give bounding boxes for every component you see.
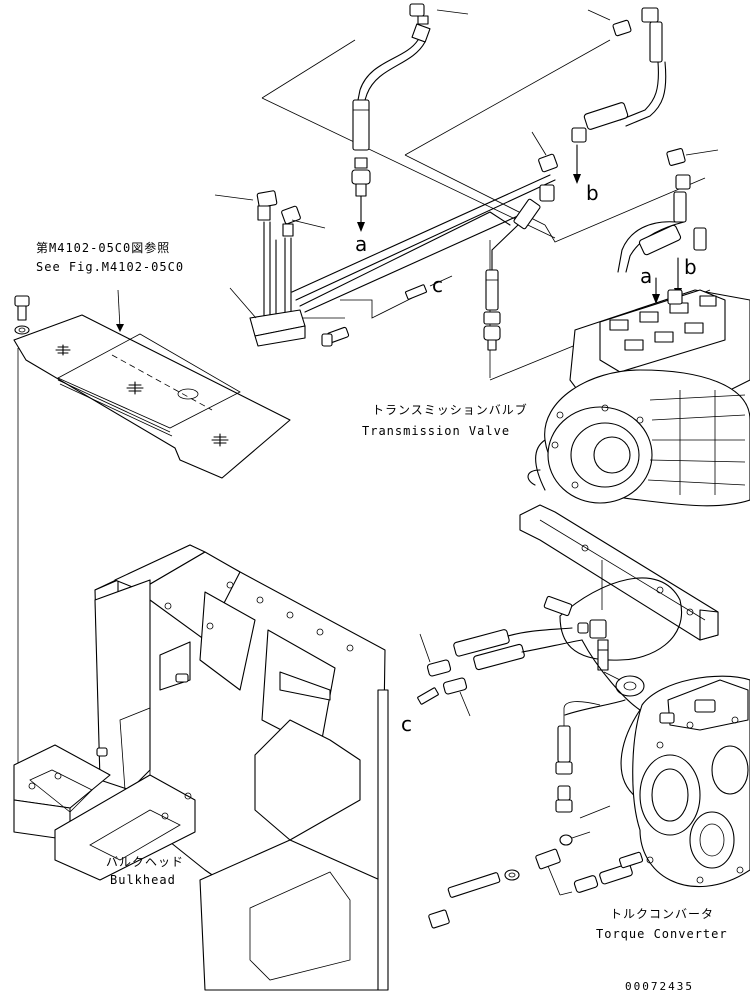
ref-label-jp: 第M4102-05C0図参照 <box>36 240 170 255</box>
torque-converter <box>632 675 750 888</box>
torque-converter-label-jp: トルクコンバータ <box>610 907 714 921</box>
support-bracket <box>519 504 719 697</box>
bulkhead-label-en: Bulkhead <box>110 873 176 887</box>
callout-c-top: c <box>432 273 443 297</box>
transmission-valve <box>527 289 750 507</box>
callout-b-top: b <box>586 181 599 205</box>
torque-converter-label-en: Torque Converter <box>596 927 728 941</box>
drawing-number: 00072435 <box>625 980 694 993</box>
callout-a-right: a <box>640 264 652 288</box>
fittings-lower <box>428 701 644 929</box>
bulkhead-label-jp: バルクヘッド <box>106 855 184 869</box>
callout-b-right: b <box>684 255 697 279</box>
hose-assembly-4 <box>617 148 719 273</box>
transmission-label-en: Transmission Valve <box>362 424 510 438</box>
transmission-label-jp: トランスミッションバルブ <box>372 402 528 417</box>
manifold-block <box>214 190 350 347</box>
hose-assembly-2 <box>571 7 667 143</box>
cover-plate <box>13 289 291 764</box>
callout-a-left: a <box>355 232 367 256</box>
bulkhead-frame <box>13 544 389 991</box>
hose-assembly-lower <box>417 627 641 801</box>
hose-assembly-1 <box>351 3 469 197</box>
hose-assembly-3 <box>483 131 558 351</box>
callout-c-bottom: c <box>401 712 412 736</box>
c-fitting-top <box>404 275 453 300</box>
ref-label-en: See Fig.M4102-05C0 <box>36 260 184 274</box>
